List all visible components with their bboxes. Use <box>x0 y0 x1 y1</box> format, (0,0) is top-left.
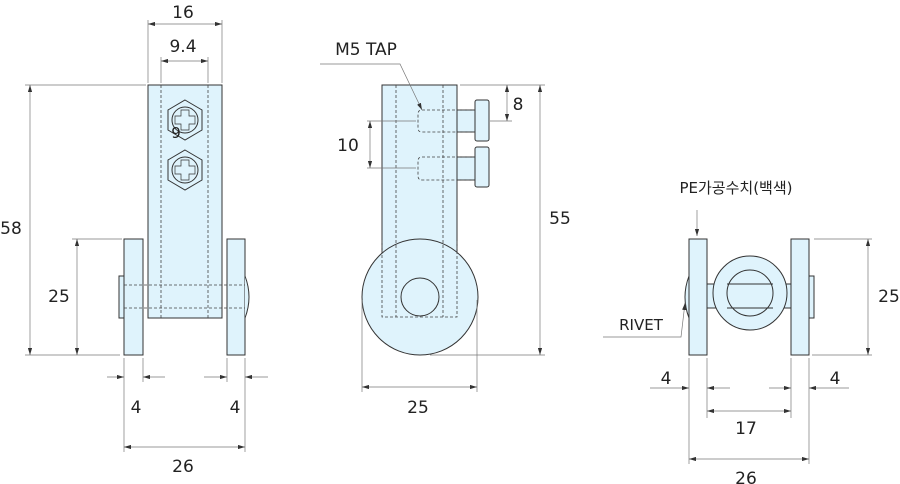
screw-icon <box>167 99 203 141</box>
dim-4-right: 4 <box>830 369 841 389</box>
dim-4-right: 4 <box>230 398 241 418</box>
side-view: M5 TAP 8 10 55 25 <box>320 40 571 418</box>
rivet-dome <box>244 275 250 319</box>
dim-9-4: 9.4 <box>169 37 196 57</box>
axle-hole <box>400 277 440 317</box>
dim-4-left: 4 <box>131 398 142 418</box>
rivet-head <box>118 275 125 319</box>
screw-label: 9 <box>171 124 181 142</box>
bolt-icon <box>474 146 490 188</box>
rivet-label: RIVET <box>619 316 664 334</box>
dim-25: 25 <box>878 287 900 307</box>
left-plate <box>123 238 144 356</box>
dim-26: 26 <box>172 457 194 477</box>
rivet-head <box>808 275 815 319</box>
screw-icon <box>167 149 203 191</box>
dim-16: 16 <box>172 3 194 23</box>
dim-25: 25 <box>407 398 429 418</box>
dim-58: 58 <box>0 219 22 239</box>
dim-10: 10 <box>337 136 359 156</box>
tap-label: M5 TAP <box>335 40 397 60</box>
pe-label: PE가공수치(백색) <box>679 179 792 197</box>
right-plate <box>226 238 246 356</box>
dim-17: 17 <box>735 419 757 439</box>
right-plate <box>790 238 810 356</box>
front-view: 9 16 9.4 58 25 4 4 26 <box>0 3 268 477</box>
dim-26: 26 <box>735 469 757 484</box>
dim-4-left: 4 <box>661 369 672 389</box>
bolt-icon <box>474 99 490 142</box>
dim-25: 25 <box>48 287 70 307</box>
dim-8: 8 <box>513 95 524 115</box>
left-plate <box>688 238 708 356</box>
dim-55: 55 <box>549 209 571 229</box>
rivet-dome <box>684 275 690 319</box>
end-view: PE가공수치(백색) RIVET 25 4 4 17 26 <box>603 179 900 484</box>
